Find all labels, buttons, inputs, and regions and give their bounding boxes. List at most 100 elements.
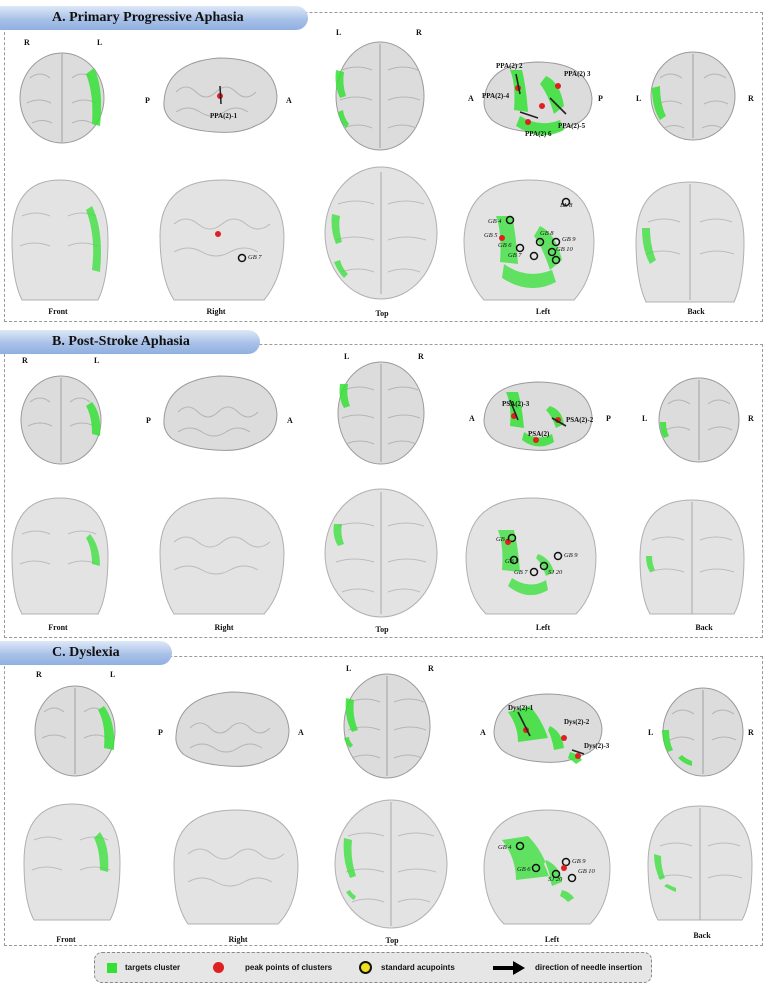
ori-b-r: R <box>22 356 28 365</box>
view-right-c: Right <box>228 935 248 944</box>
ori-b-a-left: A <box>469 414 475 423</box>
view-right-b: Right <box>214 623 234 632</box>
brain-front-small <box>12 48 112 148</box>
head-left-a <box>460 176 600 302</box>
brain-left-b <box>480 378 596 462</box>
head-front-b <box>8 494 112 616</box>
legend-peak-dot <box>213 962 224 973</box>
head-top-a <box>320 164 442 302</box>
brain-back-c <box>656 684 750 782</box>
ori-c-r-back: R <box>748 728 754 737</box>
ap-a-gb4: GB 4 <box>488 218 502 225</box>
head-right-a <box>150 176 286 302</box>
view-back-a: Back <box>687 307 705 316</box>
panel-c <box>4 656 763 946</box>
ori-a: A <box>286 96 292 105</box>
ori-b-p: P <box>146 416 151 425</box>
view-top-c: Top <box>385 936 399 945</box>
ppa-label-6: PPA(2) 6 <box>525 130 552 138</box>
head-left-c <box>480 806 616 926</box>
view-top-b: Top <box>375 625 389 634</box>
ori-c-a-left: A <box>480 728 486 737</box>
legend-arrow-label: direction of needle insertion <box>535 963 643 972</box>
view-back-b: Back <box>695 623 713 632</box>
panel-a-title: A. Primary Progressive Aphasia <box>0 6 308 30</box>
legend: targets cluster peak points of clusters … <box>94 952 652 983</box>
ori-l-back: L <box>636 94 642 103</box>
ori-c-l: L <box>110 670 116 679</box>
head-left-b <box>462 494 600 616</box>
ap-b-sj20: SJ 20 <box>548 569 563 576</box>
head-back-c <box>644 802 756 922</box>
psa-label-1: PSA(2) <box>528 430 550 438</box>
ap-a-gb7: GB 7 <box>508 252 522 259</box>
psa-label-2: PSA(2)-2 <box>566 416 594 424</box>
ppa-label-5: PPA(2)-5 <box>558 122 586 130</box>
dys-label-2: Dys(2)-2 <box>564 718 590 726</box>
ori-b-r-back: R <box>748 414 754 423</box>
legend-arrow-icon <box>493 961 525 975</box>
brain-back-b <box>652 374 746 468</box>
ppa-label-3: PPA(2) 3 <box>564 70 591 78</box>
dys-label-1: Dys(2)-1 <box>508 704 534 712</box>
ap-c-gb10: GB 10 <box>578 868 595 875</box>
head-top-b <box>320 486 442 620</box>
view-top-a: Top <box>375 309 389 318</box>
view-front-c: Front <box>56 935 76 944</box>
ori-c-p: P <box>158 728 163 737</box>
psa-label-3: PSA(2)-3 <box>502 400 530 408</box>
dys-label-3: Dys(2)-3 <box>584 742 610 750</box>
brain-front-c <box>26 682 124 780</box>
ori-b-l: L <box>94 356 100 365</box>
view-left-a: Left <box>535 307 551 316</box>
legend-cluster-swatch <box>107 963 117 973</box>
ori-r-top: R <box>416 28 422 37</box>
ap-c-gb4: GB 4 <box>498 844 512 851</box>
head-top-c <box>330 796 452 932</box>
head-right-b <box>150 494 286 616</box>
ap-c-gb9: GB 9 <box>572 858 586 865</box>
ap-b-gb9: GB 9 <box>564 552 578 559</box>
ori-b-p-left: P <box>606 414 611 423</box>
ori-l: L <box>97 38 103 47</box>
brain-right-c <box>170 688 294 774</box>
brain-left-c <box>490 690 608 774</box>
head-front-c <box>20 800 124 922</box>
ori-c-l-top: L <box>346 664 352 673</box>
legend-acupoint-ring <box>359 961 372 974</box>
ori-p: P <box>145 96 150 105</box>
ori-c-a: A <box>298 728 304 737</box>
ap-c-gb6: GB 6 <box>517 866 531 873</box>
head-back-b <box>636 496 748 616</box>
ap-a-gb9: GB 9 <box>562 236 576 243</box>
view-left-c: Left <box>544 935 560 944</box>
ap-a-bl8: BL 8 <box>560 202 573 209</box>
view-front-a: Front <box>48 307 68 316</box>
panel-a <box>4 12 763 322</box>
ori-b-r-top: R <box>418 352 424 361</box>
ppa-label-1: PPA(2)-1 <box>210 112 238 120</box>
brain-left-small <box>480 58 594 146</box>
ap-c-sj20: SJ 20 <box>548 876 563 883</box>
ori-c-r-top: R <box>428 664 434 673</box>
ap-b-gb4: GB 4 <box>496 536 510 543</box>
ori-l-top: L <box>336 28 342 37</box>
ori-b-l-top: L <box>344 352 350 361</box>
brain-top-small <box>330 40 430 152</box>
legend-peak-label: peak points of clusters <box>245 963 333 972</box>
ori-p-left: P <box>598 94 603 103</box>
legend-cluster-label: targets cluster <box>125 963 181 972</box>
panel-c-title: C. Dyslexia <box>0 641 172 665</box>
ppa-label-2: PPA(2) 2 <box>496 62 523 70</box>
brain-back-small <box>644 48 742 148</box>
ap-a-gb10: GB 10 <box>556 246 573 253</box>
ori-a-left: A <box>468 94 474 103</box>
view-right-a: Right <box>206 307 226 316</box>
ori-b-a: A <box>287 416 293 425</box>
brain-top-c <box>338 672 436 780</box>
ori-r-back: R <box>748 94 754 103</box>
brain-top-b <box>332 360 430 466</box>
panel-b-title: B. Post-Stroke Aphasia <box>0 330 260 354</box>
ori-c-r: R <box>36 670 42 679</box>
ap-a-gb7r: GB 7 <box>248 254 262 261</box>
